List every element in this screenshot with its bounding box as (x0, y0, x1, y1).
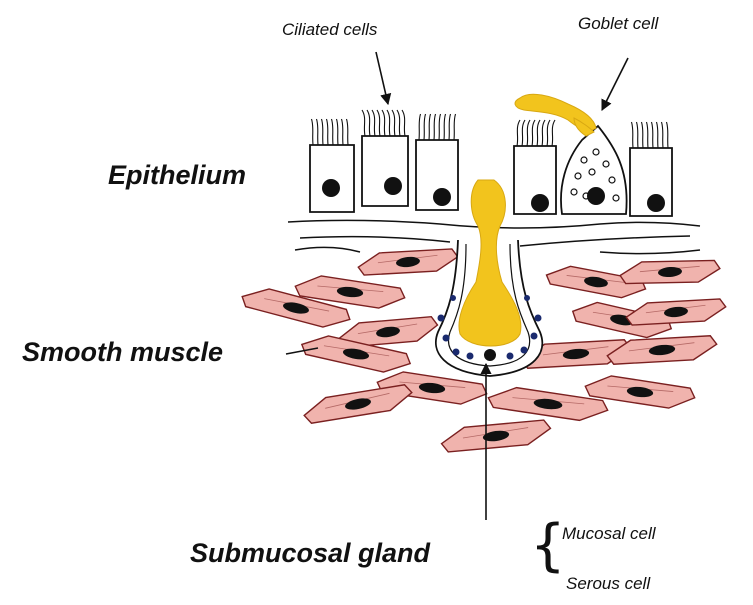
smooth-muscle-cell (357, 245, 459, 279)
smooth-muscle-cell (301, 380, 414, 428)
cilium (439, 114, 441, 140)
cilium (527, 120, 530, 146)
ciliated-cells-arrow (376, 52, 388, 104)
cilium (372, 110, 375, 136)
cilium (337, 119, 339, 145)
cilium (377, 110, 380, 136)
cilium (637, 122, 639, 148)
cilium (542, 120, 545, 146)
cilium (382, 110, 385, 136)
cilium (362, 110, 365, 136)
cilium (434, 114, 436, 140)
cilium (652, 122, 654, 148)
cilium (367, 110, 370, 136)
cilium (537, 120, 540, 146)
cilium (657, 122, 659, 148)
cilium (424, 114, 426, 140)
submucosal-gland-label: Submucosal gland (190, 538, 430, 569)
cell-type-brace: { (530, 518, 566, 574)
ciliated-cell-5 (630, 148, 672, 216)
epithelium-label: Epithelium (108, 160, 246, 191)
cilium (387, 110, 390, 136)
cilium (632, 122, 634, 148)
smooth-muscle-label: Smooth muscle (22, 337, 223, 368)
cilium (667, 122, 669, 148)
cilium (454, 114, 456, 140)
cilium (342, 119, 344, 145)
cilium (517, 120, 520, 146)
cilium (327, 119, 329, 145)
smooth-muscle-cell (619, 257, 720, 288)
cilium (444, 114, 446, 140)
cilium (317, 119, 319, 145)
cilium (322, 119, 324, 145)
cilium (392, 110, 395, 136)
cilium (419, 114, 421, 140)
smooth-muscle-cell (606, 331, 718, 368)
goblet-cell-arrow (602, 58, 628, 110)
cilium (312, 119, 314, 145)
cilium (662, 122, 664, 148)
cilium (332, 119, 334, 145)
cilium (547, 120, 550, 146)
ciliated-cells-label: Ciliated cells (282, 20, 377, 40)
ciliated-cell-4 (514, 146, 556, 214)
mucosal-cell-label: Mucosal cell (562, 524, 656, 544)
cilium (552, 120, 555, 146)
ciliated-cell-2 (362, 136, 408, 206)
cilium (647, 122, 649, 148)
cilium (429, 114, 431, 140)
goblet-cell-shape (561, 126, 627, 214)
cilium (347, 119, 349, 145)
gland-nucleus (484, 349, 496, 361)
ciliated-cell-3 (416, 140, 458, 210)
cilium (397, 110, 400, 136)
smooth-muscle-cell (440, 415, 553, 456)
cilium (522, 120, 525, 146)
ciliated-cell-1 (310, 145, 354, 212)
cilium (532, 120, 535, 146)
cilium (642, 122, 644, 148)
serous-cell-label: Serous cell (566, 574, 650, 594)
smooth-muscle-cell (625, 295, 727, 329)
cilium (402, 110, 405, 136)
goblet-cell-label: Goblet cell (578, 14, 658, 34)
cilium (449, 114, 451, 140)
